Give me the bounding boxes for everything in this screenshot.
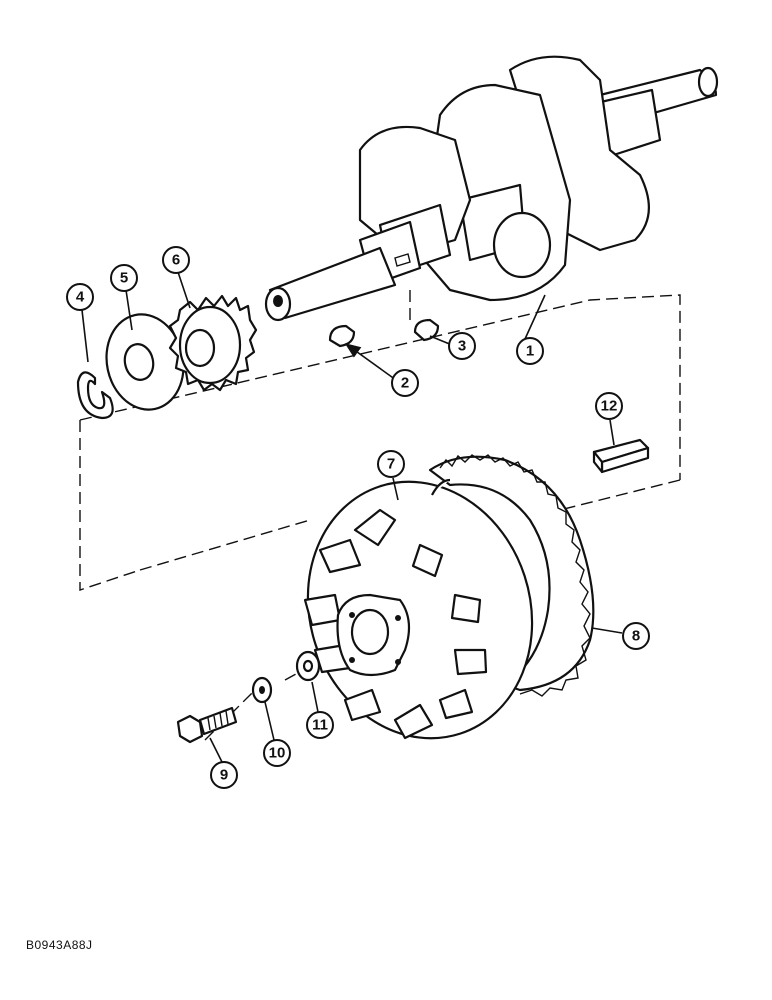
flywheel-key <box>592 438 650 474</box>
callout-2-label: 2 <box>401 375 409 392</box>
callout-9: 9 <box>210 761 238 789</box>
callout-6-label: 6 <box>172 252 180 269</box>
lock-washer <box>251 676 273 704</box>
callout-4-label: 4 <box>76 289 85 306</box>
retaining-ring <box>76 371 114 420</box>
callout-3-label: 3 <box>458 338 466 355</box>
callout-5: 5 <box>110 264 138 292</box>
woodruff-key <box>413 318 440 342</box>
callout-12: 12 <box>595 392 623 420</box>
callout-5-label: 5 <box>120 270 128 287</box>
callout-3: 3 <box>448 332 476 360</box>
callout-11: 11 <box>306 711 334 739</box>
callout-9-label: 9 <box>220 767 228 784</box>
callout-1: 1 <box>516 337 544 365</box>
woodruff-key <box>328 324 356 348</box>
flywheel-bolt <box>176 706 238 744</box>
callout-11-label: 11 <box>312 717 328 734</box>
callout-8: 8 <box>622 622 650 650</box>
flywheel <box>303 454 595 740</box>
callout-7-label: 7 <box>387 456 395 473</box>
callout-12-label: 12 <box>601 398 618 415</box>
callout-6: 6 <box>162 246 190 274</box>
callout-4: 4 <box>66 283 94 311</box>
callout-8-label: 8 <box>632 628 640 645</box>
flat-washer <box>295 650 321 682</box>
callout-2: 2 <box>391 369 419 397</box>
thrust-washer <box>105 313 185 411</box>
crank-gear <box>168 294 258 392</box>
callout-7: 7 <box>377 450 405 478</box>
callout-1-label: 1 <box>526 343 534 360</box>
reference-code: B0943A88J <box>26 938 93 952</box>
crankshaft <box>264 55 719 322</box>
callout-10: 10 <box>263 739 291 767</box>
callout-10-label: 10 <box>269 745 286 762</box>
